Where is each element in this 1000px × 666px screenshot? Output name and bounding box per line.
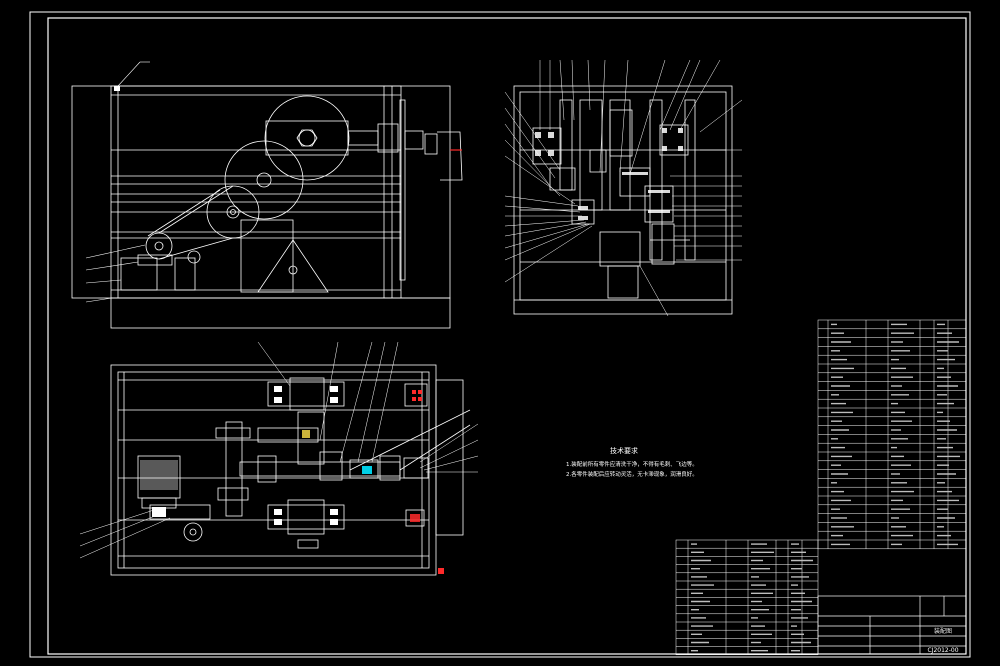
side-view-fills [535,128,683,220]
front-view-leaders [85,61,150,303]
parts-list-bottom-table [675,539,819,656]
title-block [817,595,967,655]
title-block-labels: 装配图 CJ2012-00 [927,627,958,654]
sheet-frame [29,11,971,658]
side-view-leaders [504,59,743,317]
plan-view [110,364,471,576]
side-view [513,85,733,315]
technical-notes-line-1: 1.装配前所有零件应清洗干净，不得有毛刺、飞边等。 [566,460,698,468]
plan-view-fills [140,386,444,574]
front-view-accent [114,86,462,151]
title-block-name: 装配图 [934,627,952,635]
parts-list-table [817,319,967,550]
plan-view-leaders [79,341,479,559]
technical-notes: 技术要求 1.装配前所有零件应清洗干净，不得有毛刺、飞边等。 2.各零件装配后应… [566,446,698,478]
title-block-code: CJ2012-00 [927,647,958,654]
technical-notes-title: 技术要求 [610,446,638,455]
front-view [71,85,463,329]
technical-notes-line-2: 2.各零件装配后应转动灵活，无卡滞现象，润滑良好。 [566,470,698,478]
